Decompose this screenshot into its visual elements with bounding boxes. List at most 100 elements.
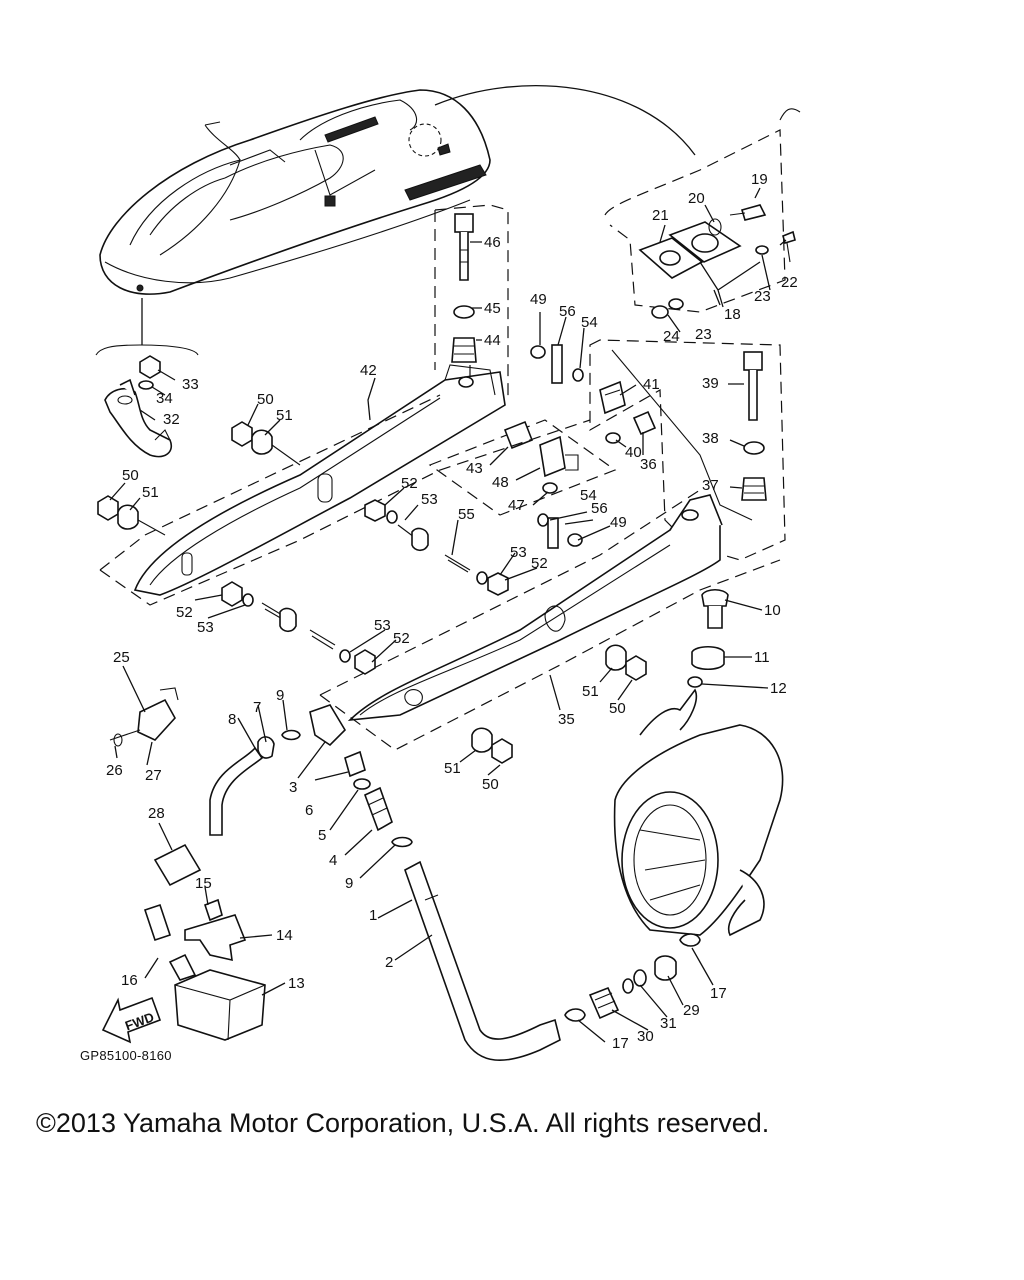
forward-arrow-icon: FWD xyxy=(101,996,162,1044)
callout-51-upper: 51 xyxy=(276,407,293,424)
callout-24: 24 xyxy=(663,328,680,345)
bolt-row-middle xyxy=(444,554,509,596)
connector-7 xyxy=(257,736,275,759)
washer-54-lower xyxy=(537,513,549,527)
bolt-row-lower xyxy=(309,629,376,675)
bolt-row-lower-left xyxy=(221,581,297,633)
washer-45 xyxy=(453,305,475,319)
spacer-51-right xyxy=(605,644,627,671)
sensor-25 xyxy=(109,687,179,747)
clamp-9-upper xyxy=(281,729,301,741)
o-ring-5 xyxy=(353,778,371,790)
nut-49-upper xyxy=(530,345,546,359)
callout-numbers: 1 2 3 4 5 6 7 8 9 9 10 11 12 13 14 15 16… xyxy=(106,171,798,1052)
hose-end-16 xyxy=(143,903,172,942)
fitting-4 xyxy=(363,786,393,832)
callout-31: 31 xyxy=(660,1015,677,1032)
callout-52-lower: 52 xyxy=(393,630,410,647)
jet-pump-housing xyxy=(613,688,784,937)
callout-39: 39 xyxy=(702,375,719,392)
callout-28: 28 xyxy=(148,805,165,822)
bracket-43 xyxy=(503,420,534,450)
callout-21: 21 xyxy=(652,207,669,224)
leader-hull-to-rear-detail xyxy=(434,85,696,156)
washer-34 xyxy=(138,380,154,390)
fitting-46 xyxy=(454,213,474,281)
callout-52-upper: 52 xyxy=(401,475,418,492)
callout-14: 14 xyxy=(276,927,293,944)
grommet-44 xyxy=(451,337,477,363)
callout-50-right: 50 xyxy=(609,700,626,717)
fitting-39 xyxy=(743,351,763,421)
copyright-notice: ©2013 Yamaha Motor Corporation, U.S.A. A… xyxy=(36,1108,770,1138)
nut-50-left xyxy=(97,495,119,521)
nut-50-upper xyxy=(231,421,253,447)
rail-35 xyxy=(347,494,723,722)
callout-7: 7 xyxy=(253,699,261,716)
callout-30: 30 xyxy=(637,1028,654,1045)
callout-51-left: 51 xyxy=(142,484,159,501)
callout-2: 2 xyxy=(385,954,393,971)
callout-12: 12 xyxy=(770,680,787,697)
callout-56-upper: 56 xyxy=(559,303,576,320)
nut-47 xyxy=(542,482,558,494)
elbow-3 xyxy=(309,704,347,747)
callout-49-upper: 49 xyxy=(530,291,547,308)
hose-8 xyxy=(209,746,264,836)
clamp-17-left xyxy=(564,1008,586,1022)
screw-15 xyxy=(203,898,223,922)
plate-56-lower xyxy=(547,517,559,549)
clamp-9-lower xyxy=(391,836,413,848)
callout-43: 43 xyxy=(466,460,483,477)
water-box-13 xyxy=(168,953,266,1041)
callout-8: 8 xyxy=(228,711,236,728)
plate-56-upper xyxy=(551,344,563,384)
fitting-30 xyxy=(588,986,620,1020)
callout-23-right: 23 xyxy=(754,288,771,305)
dashed-outline-rail-35 xyxy=(319,489,781,751)
bracket-48 xyxy=(539,435,579,478)
callout-55: 55 xyxy=(458,506,475,523)
callout-37: 37 xyxy=(702,477,719,494)
nut-50-right xyxy=(625,655,647,681)
callout-5: 5 xyxy=(318,827,326,844)
callout-35: 35 xyxy=(558,711,575,728)
callout-47: 47 xyxy=(508,497,525,514)
rear-detail-group xyxy=(604,108,801,319)
spacer-51-left xyxy=(117,504,139,530)
callout-52-lower-left: 52 xyxy=(176,604,193,621)
watercraft-illustration xyxy=(99,89,491,295)
seal-11 xyxy=(691,645,725,671)
dashed-outline-rail-42 xyxy=(99,394,591,606)
callout-50-left: 50 xyxy=(122,467,139,484)
washer-31b xyxy=(622,978,634,994)
callout-53-upper: 53 xyxy=(421,491,438,508)
callout-49-lower: 49 xyxy=(610,514,627,531)
front-bracket-32 xyxy=(104,378,172,458)
clip-36 xyxy=(632,410,657,436)
callout-51-right: 51 xyxy=(582,683,599,700)
callout-20: 20 xyxy=(688,190,705,207)
callout-45: 45 xyxy=(484,300,501,317)
hose-28 xyxy=(153,843,202,887)
callout-50-lower: 50 xyxy=(482,776,499,793)
rail-42 xyxy=(133,364,506,596)
spacer-51-upper xyxy=(251,429,273,455)
callout-44: 44 xyxy=(484,332,501,349)
drain-plug-10 xyxy=(701,588,729,629)
bolt-row-upper xyxy=(364,499,429,552)
check-valve-6 xyxy=(344,750,366,778)
callout-41: 41 xyxy=(643,376,660,393)
washer-38 xyxy=(743,441,765,455)
callout-40: 40 xyxy=(625,444,642,461)
callout-19: 19 xyxy=(751,171,768,188)
nut-33 xyxy=(139,355,161,379)
callout-15: 15 xyxy=(195,875,212,892)
callout-52-middle: 52 xyxy=(531,555,548,572)
spacer-51-lower xyxy=(471,727,493,753)
mount-41 xyxy=(599,380,626,415)
hose-2 xyxy=(404,860,561,1061)
callout-42: 42 xyxy=(360,362,377,379)
callout-53-lower-left: 53 xyxy=(197,619,214,636)
callout-33: 33 xyxy=(182,376,199,393)
